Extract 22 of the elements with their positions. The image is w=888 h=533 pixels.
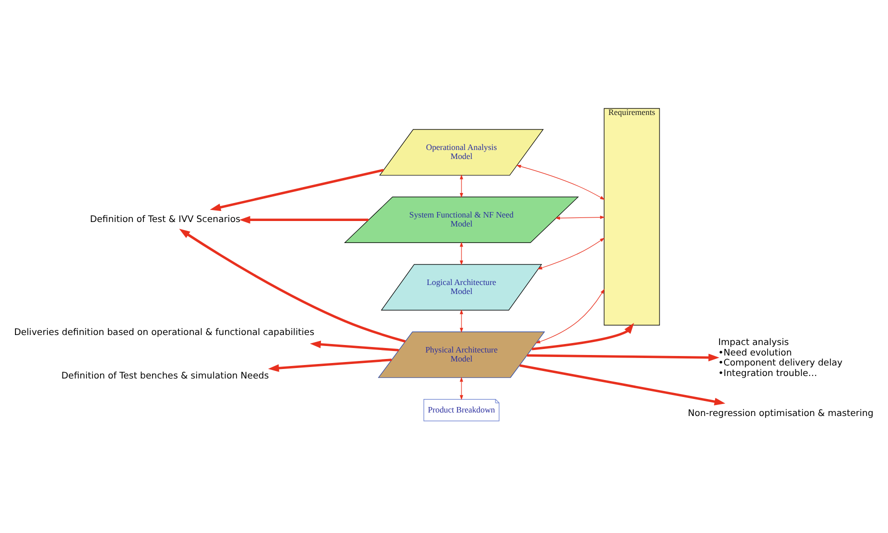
- arrow: [555, 216, 605, 220]
- arrow: [460, 376, 464, 400]
- arrow: [310, 340, 399, 352]
- arrow: [210, 168, 384, 212]
- arrow: [537, 238, 605, 270]
- node-text: Impact analysis •Need evolution •Component delivery delay •Integration trouble…: [718, 338, 842, 379]
- node-text: Definition of Test & IVV Scenarios: [90, 214, 240, 225]
- node-box: Requirements: [604, 108, 660, 326]
- arrow: [535, 288, 604, 344]
- arrow: [519, 364, 726, 406]
- arrow: [460, 174, 464, 198]
- arrow: [527, 354, 720, 362]
- node-text: Non-regression optimisation & mastering: [688, 408, 874, 419]
- arrow: [532, 322, 634, 350]
- node-text: Deliveries definition based on operational & functional capabilities: [14, 328, 314, 338]
- arrow: [516, 164, 605, 200]
- arrow: [179, 228, 406, 343]
- arrow: [460, 309, 464, 333]
- arrow: [460, 242, 464, 266]
- node-text: Definition of Test benches & simulation Needs: [61, 372, 269, 382]
- arrow: [239, 216, 368, 224]
- arrow: [268, 358, 392, 372]
